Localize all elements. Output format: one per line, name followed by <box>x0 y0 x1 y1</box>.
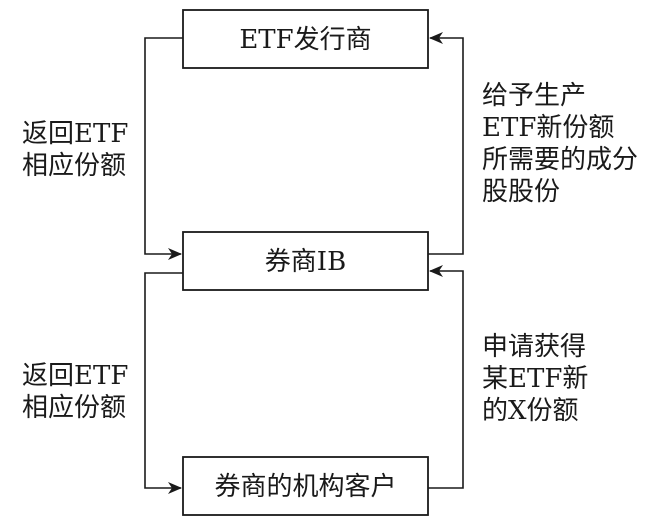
label-top-left-line: 返回ETF <box>22 119 128 149</box>
client-box-label: 券商的机构客户 <box>214 472 396 502</box>
label-top-right: 给予生产 ETF新份额 所需要的成分 股股份 <box>482 81 646 207</box>
arrow-broker-to-client <box>144 272 183 494</box>
label-bottom-right-line: 的X份额 <box>482 396 579 426</box>
label-top-left-line: 相应份额 <box>22 151 126 181</box>
label-bottom-left-line: 返回ETF <box>22 361 128 391</box>
label-top-right-line: ETF新份额 <box>482 113 614 143</box>
label-bottom-left: 返回ETF 相应份额 <box>22 361 137 423</box>
label-bottom-right-line: 某ETF新 <box>482 364 588 394</box>
label-top-left: 返回ETF 相应份额 <box>22 119 137 181</box>
label-bottom-right-line: 申请获得 <box>482 332 586 362</box>
label-top-right-line: 给予生产 <box>482 81 586 111</box>
client-box: 券商的机构客户 <box>182 456 429 516</box>
label-top-right-line: 所需要的成分 <box>482 145 638 175</box>
arrow-issuer-to-broker <box>144 37 183 260</box>
broker-box-label: 券商IB <box>265 247 346 277</box>
label-bottom-left-line: 相应份额 <box>22 393 126 423</box>
broker-box: 券商IB <box>182 231 429 291</box>
label-top-right-line: 股股份 <box>482 177 560 207</box>
issuer-box: ETF发行商 <box>182 9 429 69</box>
label-bottom-right: 申请获得 某ETF新 的X份额 <box>482 332 597 426</box>
arrow-broker-to-issuer <box>428 32 464 255</box>
arrow-client-to-broker <box>428 265 464 489</box>
issuer-box-label: ETF发行商 <box>239 25 371 55</box>
